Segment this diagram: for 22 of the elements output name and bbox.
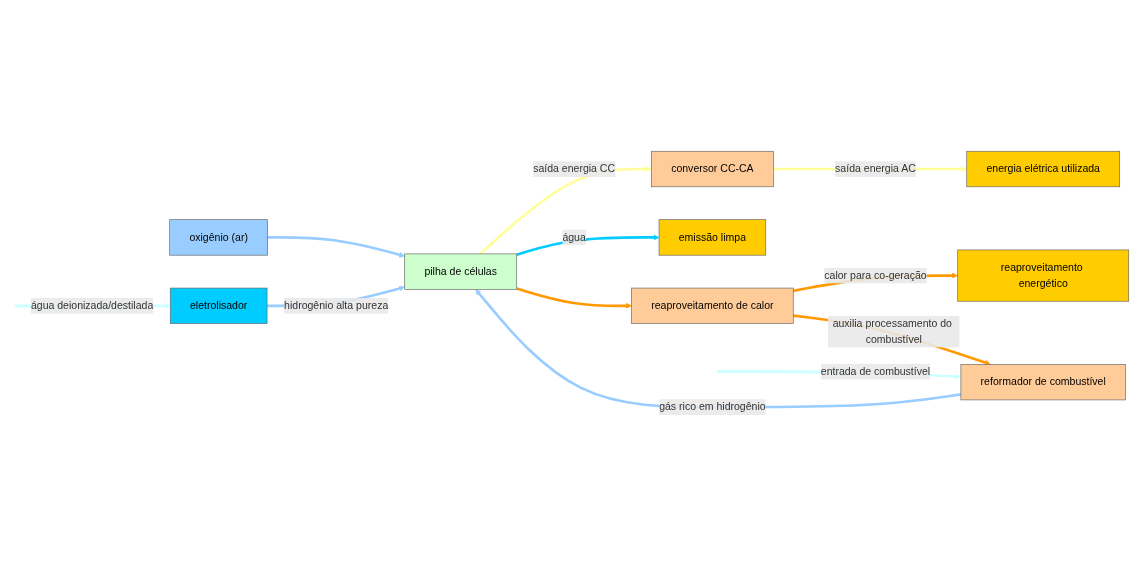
edge-label: saída energia CC	[533, 162, 616, 175]
edge-label: calor para co-geração	[824, 269, 927, 281]
node-box: emissão limpa	[658, 219, 767, 256]
edge-label: saída energia AC	[835, 162, 916, 175]
edge-label: água	[562, 231, 586, 243]
edge-label: hidrogênio alta pureza	[284, 299, 389, 311]
edge-label: gás rico em hidrogênio	[659, 401, 766, 413]
node-box: eletrolisador	[169, 287, 268, 324]
node-box: oxigênio (ar)	[169, 219, 268, 256]
edge-label: auxilia processamento do combustível	[832, 317, 952, 345]
arrow	[516, 234, 660, 256]
arrow	[479, 165, 652, 255]
node-box: conversor CC-CA	[651, 150, 774, 187]
edge-label: água deionizada/destilada	[30, 299, 154, 311]
edge-label: entrada de combustível	[820, 365, 931, 377]
arrow	[516, 287, 632, 309]
node-box: pilha de células	[404, 253, 518, 290]
node-box: energia elétrica utilizada	[966, 150, 1121, 187]
arrow	[267, 235, 405, 258]
node-box: reformador de combustível	[960, 363, 1126, 401]
node-box: reaproveitamento de calor	[631, 287, 794, 324]
node-box: reaproveitamento energético	[957, 249, 1130, 302]
